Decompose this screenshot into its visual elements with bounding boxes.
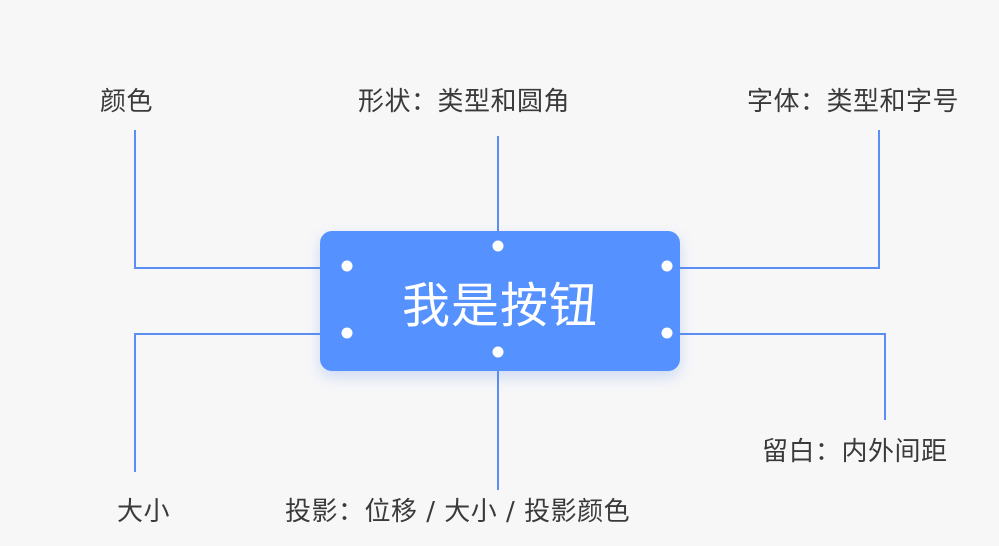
anchor-dot-left-top bbox=[341, 260, 353, 272]
connector-font bbox=[680, 130, 880, 269]
label-shape: 形状：类型和圆角 bbox=[358, 87, 571, 117]
anchor-dot-top-center bbox=[492, 240, 504, 252]
label-font: 字体：类型和字号 bbox=[747, 87, 960, 117]
label-size: 大小 bbox=[117, 497, 171, 527]
anchor-dot-right-top bbox=[661, 260, 673, 272]
anchor-dot-right-bottom bbox=[661, 327, 673, 339]
label-spacing: 留白：内外间距 bbox=[762, 437, 948, 467]
label-shadow: 投影：位移 / 大小 / 投影颜色 bbox=[285, 497, 631, 527]
label-color: 颜色 bbox=[100, 87, 154, 117]
sample-button-label: 我是按钮 bbox=[401, 278, 598, 334]
connector-spacing bbox=[680, 333, 886, 420]
anchor-dot-left-bottom bbox=[341, 327, 353, 339]
connector-size bbox=[134, 333, 320, 472]
anchor-dot-bottom-center bbox=[492, 346, 504, 358]
connector-color bbox=[134, 130, 320, 269]
